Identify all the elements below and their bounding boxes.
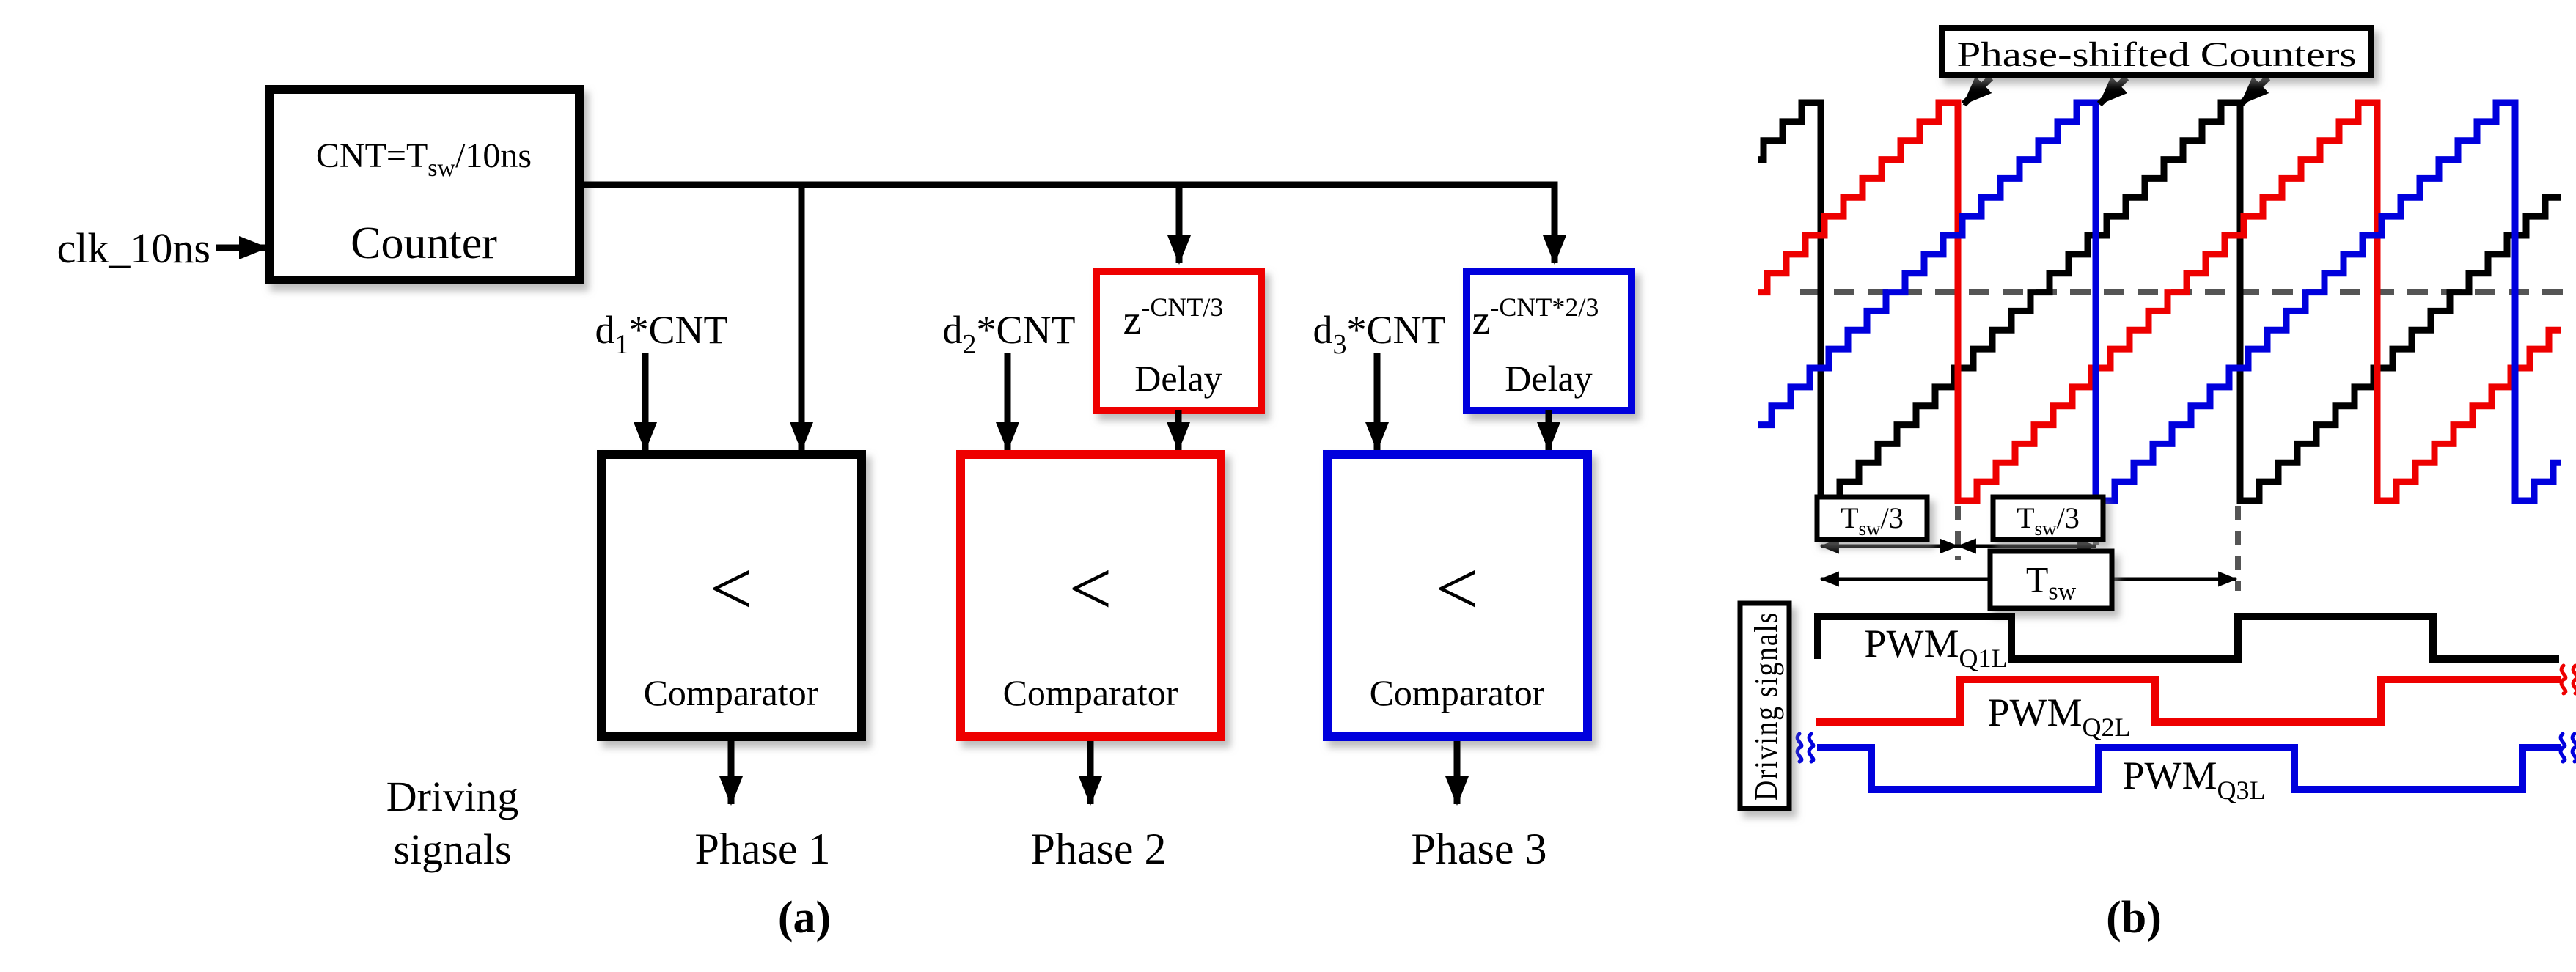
pwm-q3l-label: PWMQ3L	[2122, 754, 2265, 805]
comparator1-symbol: <	[709, 545, 752, 631]
delay2-label: Delay	[1505, 358, 1592, 399]
delay1-box	[1093, 268, 1265, 414]
driving-signals-line1: Driving	[386, 773, 518, 820]
dimension-label-2: Tsw/3	[2017, 501, 2080, 540]
pwm-q1l-label: PWMQ1L	[1864, 622, 2007, 673]
counters-annotation-box	[1939, 25, 2374, 78]
comparator3-box	[1323, 450, 1592, 741]
pwm-q3l-trace	[1817, 744, 2561, 793]
annotation-arrow-2	[2096, 75, 2129, 107]
panel-b-label: (b)	[2106, 893, 2162, 943]
comparator1-label: Comparator	[644, 672, 819, 713]
comparator2-label: Comparator	[1003, 672, 1178, 713]
comparator1-box	[597, 450, 866, 741]
pwm-q2l-right-break	[2559, 663, 2576, 696]
annotation-arrow-3	[2238, 75, 2271, 107]
delay2-formula: z-CNT*2/3	[1472, 292, 1599, 343]
phase2-label: Phase 2	[1031, 825, 1167, 873]
annotation-arrow-1	[1961, 75, 1994, 107]
panel-a: clk_10ns CNT=Tsw/10ns Counter z-CNT/3 De…	[57, 85, 1635, 943]
phase1-label: Phase 1	[695, 825, 831, 873]
pwm-q2l-trace	[1816, 676, 2561, 726]
comparator3-symbol: <	[1435, 545, 1478, 631]
driving-signals-rotated-label: Driving signals	[1748, 611, 1784, 800]
dimension-box-3	[1987, 548, 2115, 611]
counter-phase-2	[1758, 99, 2561, 504]
counter-phase-1	[1758, 99, 2561, 504]
duty1-label: d1*CNT	[595, 308, 728, 360]
phase3-label: Phase 3	[1412, 825, 1547, 873]
duty3-label: d3*CNT	[1313, 308, 1446, 360]
dimension-label-1: Tsw/3	[1841, 501, 1904, 540]
comparator3-label: Comparator	[1370, 672, 1545, 713]
delay1-formula: z-CNT/3	[1123, 292, 1224, 343]
counter-formula: CNT=Tsw/10ns	[316, 136, 532, 182]
panel-a-label: (a)	[778, 893, 831, 943]
pwm-q2l-label: PWMQ2L	[1987, 691, 2130, 742]
dimension-label-3: Tsw	[2026, 559, 2077, 605]
counter-title: Counter	[351, 218, 497, 268]
duty2-label: d2*CNT	[943, 308, 1076, 360]
pwm-q1l-trace	[1814, 613, 2559, 663]
comparator2-box	[956, 450, 1225, 741]
driving-signals-box	[1737, 600, 1792, 811]
comparator2-symbol: <	[1068, 545, 1112, 631]
pwm-q3l-left-break	[1795, 732, 1816, 764]
dimension-box-1	[1814, 494, 1930, 542]
driving-signals-line2: signals	[393, 825, 511, 873]
delay1-label: Delay	[1134, 358, 1222, 399]
counter-phase-3	[1758, 99, 2561, 504]
dimension-box-2	[1990, 494, 2106, 542]
clock-input-label: clk_10ns	[57, 224, 210, 272]
counter-bus	[579, 181, 1566, 265]
counters-annotation-label: Phase-shifted Counters	[1957, 35, 2357, 74]
pwm-q3l-right-break	[2558, 732, 2576, 764]
